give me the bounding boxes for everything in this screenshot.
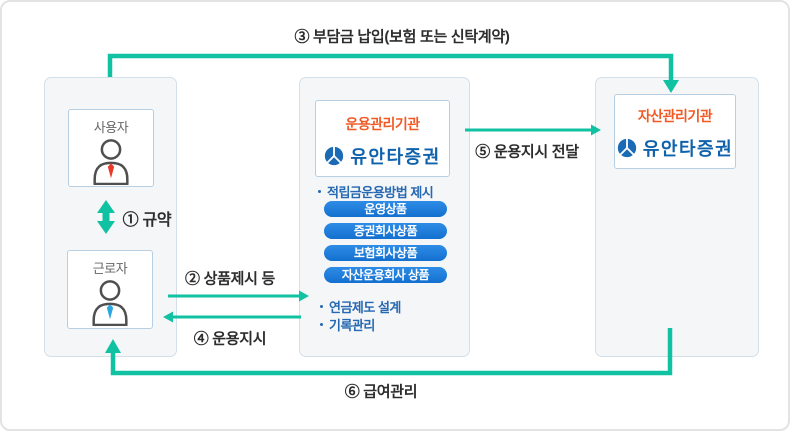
bullet-text: 연금제도 설계 [329, 300, 401, 315]
product-pill: 자산운용회사 상품 [324, 267, 447, 283]
flow2-label: ② 상품제시 등 [185, 270, 275, 288]
bullet-dot-icon [320, 323, 323, 326]
yuanta-logo-icon [325, 146, 344, 166]
flow6-label: ⑥ 급여관리 [344, 383, 418, 401]
person-icon [92, 280, 128, 326]
product-pill: 증권회사상품 [324, 223, 447, 239]
flow1-label: ① 규약 [122, 212, 172, 229]
asset-org-type: 자산관리기관 [637, 108, 713, 124]
blue-tie [106, 304, 114, 320]
bullet-dot-icon [318, 190, 321, 193]
asset-org-card: 자산관리기관 유안타증권 [614, 94, 736, 169]
flow5-label: ⑤ 운용지시 전달 [475, 143, 579, 161]
flow3-label: ③ 부담금 납입(보험 또는 신탁계약) [294, 28, 510, 46]
flow4-label: ④ 운용지시 [193, 330, 267, 348]
asset-org-name: 유안타증권 [642, 139, 734, 159]
worker-card: 근로자 [67, 250, 153, 329]
yuanta-logo-icon [617, 138, 637, 158]
bullet-item-main: 적립금운용방법 제시 [318, 182, 434, 201]
operation-org-type: 운용관리기관 [345, 116, 420, 132]
employer-card: 사용자 [68, 109, 154, 187]
product-pill: 운영상품 [324, 201, 447, 217]
worker-label: 근로자 [92, 261, 128, 276]
operation-org-card: 운용관리기관 유안타증권 [315, 100, 450, 177]
operation-org-name: 유안타증권 [350, 147, 441, 167]
bullet-item: 기록관리 [320, 315, 375, 334]
bullet-text: 기록관리 [329, 318, 375, 333]
person-icon [93, 139, 129, 185]
bullet-main-text: 적립금운용방법 제시 [327, 185, 434, 200]
red-tie [107, 163, 115, 179]
employer-label: 사용자 [93, 120, 129, 135]
product-pill: 보험회사상품 [324, 245, 447, 261]
bullet-item: 연금제도 설계 [320, 297, 401, 316]
bullet-dot-icon [320, 305, 323, 308]
